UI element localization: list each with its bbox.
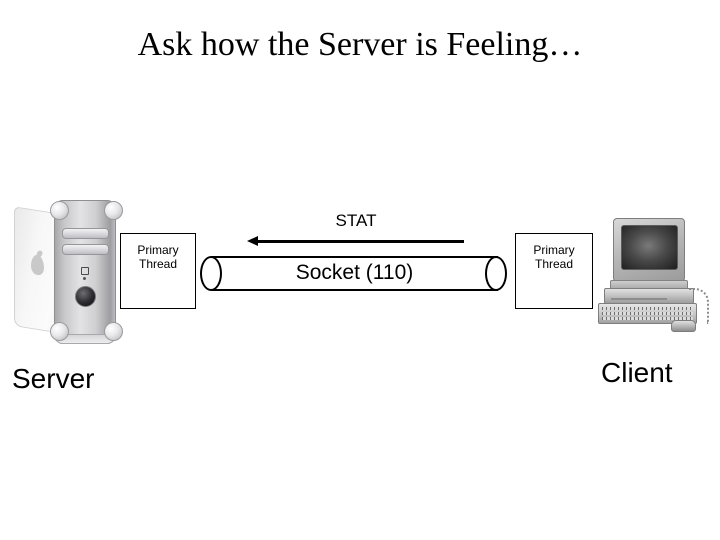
socket-label: Socket (110) <box>295 261 414 284</box>
arrow-shaft <box>256 240 464 243</box>
pc-drive-slot <box>611 298 667 300</box>
tower-port-icon <box>81 267 89 275</box>
thread-box-line-1: Primary <box>533 243 575 257</box>
server-primary-thread-box: Primary Thread <box>120 233 196 309</box>
monitor-case <box>613 218 685 282</box>
monitor-screen <box>621 225 678 270</box>
client-role-label: Client <box>601 357 673 388</box>
socket-cylinder-body <box>211 256 498 291</box>
socket-cylinder-cap-left <box>200 256 222 291</box>
tower-drive-bay <box>62 244 109 255</box>
stat-message-label: STAT <box>335 211 377 230</box>
desktop-computer-icon <box>598 218 712 332</box>
tower-handle <box>50 322 69 341</box>
keyboard-row <box>602 317 693 320</box>
keyboard-icon <box>598 303 697 324</box>
socket-cylinder: Socket (110) <box>200 256 508 291</box>
apple-logo-icon <box>31 253 44 276</box>
desktop-tower-icon <box>14 200 123 344</box>
keyboard-row <box>602 307 693 310</box>
arrow-head <box>247 236 258 246</box>
tower-led-icon <box>83 277 86 280</box>
thread-box-line-1: Primary <box>137 243 179 257</box>
socket-cylinder-cap-right <box>485 256 507 291</box>
mouse-icon <box>671 320 696 332</box>
tower-handle <box>50 201 69 220</box>
thread-box-line-2: Thread <box>138 257 178 271</box>
client-primary-thread-box: Primary Thread <box>515 233 593 309</box>
tower-front-panel <box>54 200 116 344</box>
pc-base-unit <box>604 288 694 304</box>
tower-handle <box>104 201 123 220</box>
left-arrow-icon <box>247 236 464 247</box>
tower-drive-bay <box>62 228 109 239</box>
thread-box-line-2: Thread <box>534 257 574 271</box>
tower-power-button <box>75 286 96 307</box>
keyboard-row <box>602 312 693 315</box>
mouse-cord <box>689 288 709 324</box>
server-role-label: Server <box>12 363 95 394</box>
tower-handle <box>104 322 123 341</box>
page-title: Ask how the Server is Feeling… <box>137 26 583 63</box>
